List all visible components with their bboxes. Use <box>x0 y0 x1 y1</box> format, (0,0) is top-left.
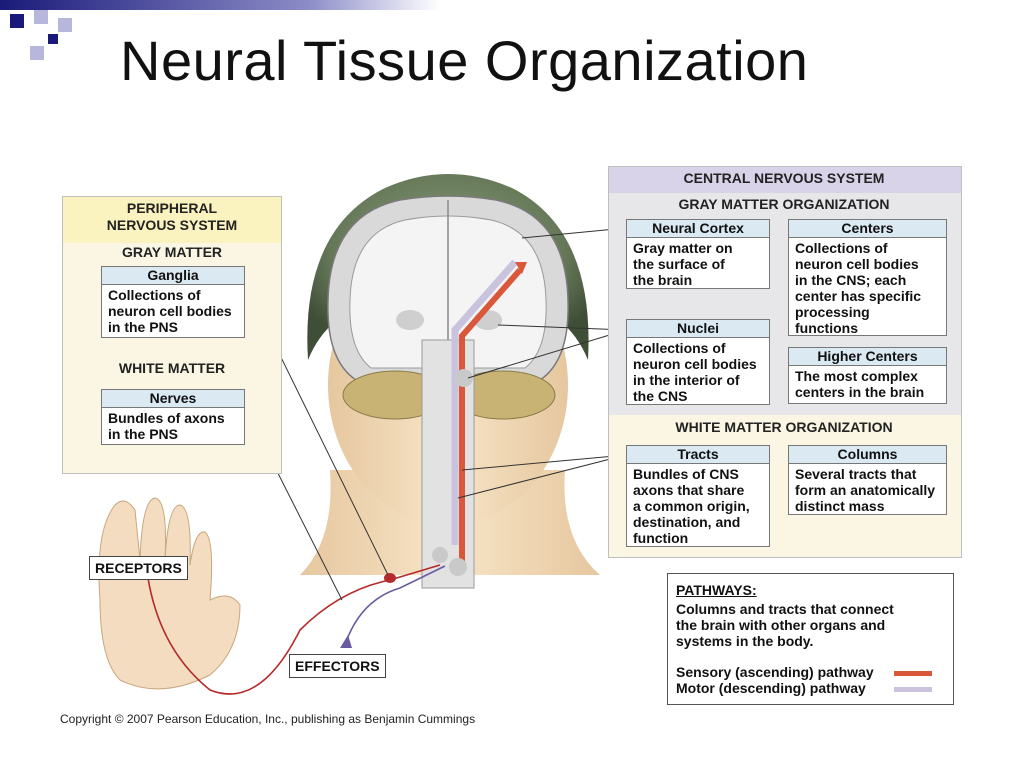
pns-gray-matter-heading: GRAY MATTER <box>121 244 223 260</box>
nuclei-header: Nuclei <box>627 320 769 338</box>
corner-square-navy <box>10 14 24 28</box>
pathways-heading: PATHWAYS: <box>676 582 757 598</box>
columns-header: Columns <box>789 446 946 464</box>
corner-square-light <box>58 18 72 32</box>
cns-heading: CENTRAL NERVOUS SYSTEM <box>683 170 885 186</box>
motor-pathway <box>451 259 518 545</box>
nucleus <box>396 310 424 330</box>
gray-matter-organization-heading: GRAY MATTER ORGANIZATION <box>678 196 890 212</box>
synapse <box>432 547 448 563</box>
nerve-path <box>344 565 446 646</box>
legend-sensory-label: Sensory (ascending) pathway <box>676 664 874 680</box>
white-matter-organization-heading: WHITE MATTER ORGANIZATION <box>675 419 893 435</box>
nerves-header: Nerves <box>102 390 244 408</box>
hand <box>98 497 241 690</box>
corner-square-navy <box>48 34 58 44</box>
sensory-pathway <box>459 268 523 565</box>
legend-motor-label: Motor (descending) pathway <box>676 680 866 696</box>
corner-square-light <box>34 10 48 24</box>
page-title: Neural Tissue Organization <box>120 29 809 92</box>
sensory-arrowhead <box>515 262 527 274</box>
leader-line <box>467 329 627 379</box>
ganglia-header: Ganglia <box>102 267 244 285</box>
synapse <box>455 369 473 387</box>
pathways-legend: PATHWAYS: Columns and tracts that connec… <box>667 573 954 705</box>
higher-centers-header: Higher Centers <box>789 348 946 366</box>
leader-line <box>457 454 627 499</box>
synapse <box>449 558 467 576</box>
ganglion <box>384 573 396 583</box>
copyright-notice: Copyright © 2007 Pearson Education, Inc.… <box>60 712 476 726</box>
pns-white-matter-heading: WHITE MATTER <box>118 360 226 376</box>
title-gradient-bar <box>0 0 440 10</box>
leader-line <box>497 324 627 331</box>
centers-header: Centers <box>789 220 946 238</box>
nerve-path <box>147 564 441 695</box>
effector-arrowhead <box>340 635 352 648</box>
legend-sensory-swatch <box>894 671 932 676</box>
effectors-label: EFFECTORS <box>289 654 386 678</box>
leader-line <box>461 454 627 471</box>
neural-cortex-header: Neural Cortex <box>627 220 769 238</box>
corner-square-light <box>30 46 44 60</box>
receptors-label: RECEPTORS <box>89 556 188 580</box>
tracts-header: Tracts <box>627 446 769 464</box>
legend-motor-swatch <box>894 687 932 692</box>
